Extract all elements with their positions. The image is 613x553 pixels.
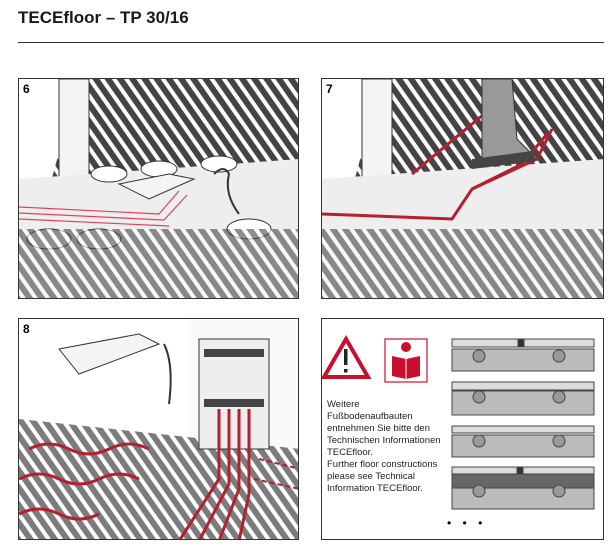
info-text-german: Weitere Fußbodenaufbauten entnehmen Sie … [327, 399, 441, 458]
manifold-connection-illustration [19, 319, 298, 539]
panel-7-illustration: 7 [321, 78, 604, 299]
panel-8-illustration: 8 [18, 318, 299, 540]
pipe-cutter-illustration [19, 79, 298, 298]
info-text-english: Further floor constructions please see T… [327, 459, 438, 494]
floor-construction-diagrams [451, 338, 595, 510]
page-title: TECEfloor – TP 30/16 [18, 8, 189, 27]
divider [18, 42, 604, 43]
more-indicator: • • • [447, 516, 487, 530]
step-number: 8 [23, 322, 30, 336]
step-number: 7 [326, 82, 333, 96]
read-manual-icon [384, 338, 428, 383]
warning-triangle-icon [322, 335, 372, 379]
step-number: 6 [23, 82, 30, 96]
pipe-laying-illustration [322, 79, 603, 298]
info-panel: Weitere Fußbodenaufbauten entnehmen Sie … [321, 318, 604, 540]
panel-6-illustration: 6 [18, 78, 299, 299]
